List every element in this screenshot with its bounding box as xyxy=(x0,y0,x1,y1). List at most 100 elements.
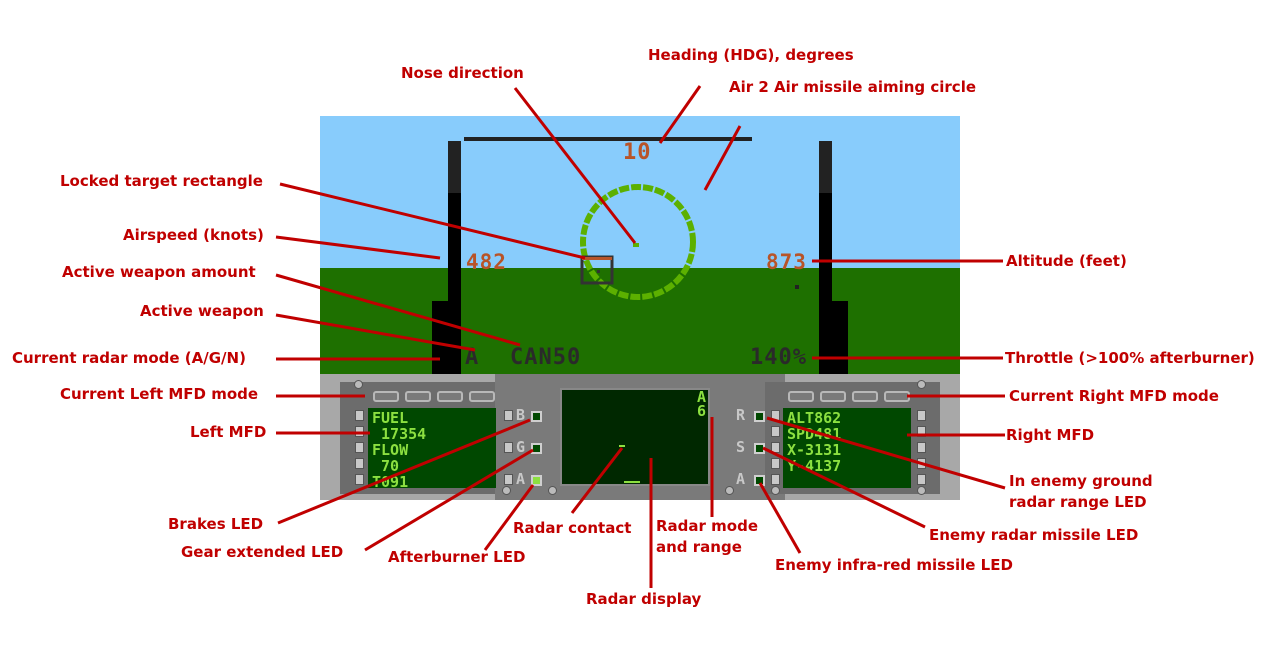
led-panel-button[interactable] xyxy=(771,442,780,453)
label-active-weapon: Active weapon xyxy=(140,302,264,320)
right-pillar-base xyxy=(819,301,848,383)
airspeed-readout: 482 xyxy=(466,250,507,274)
ground-radar-led xyxy=(754,411,765,422)
radar-mode-readout: A xyxy=(465,345,480,370)
left-mfd-mode-button-4[interactable] xyxy=(469,391,495,402)
led-panel-button[interactable] xyxy=(771,458,780,469)
label-right-mfd-mode: Current Right MFD mode xyxy=(1009,387,1219,405)
label-weapon-amount: Active weapon amount xyxy=(62,263,256,281)
label-radar-mode: Current radar mode (A/G/N) xyxy=(12,349,246,367)
label-radar-missile-led: Enemy radar missile LED xyxy=(929,526,1139,544)
afterburner-led xyxy=(531,475,542,486)
left-mfd-side-button[interactable] xyxy=(355,426,364,437)
right-mfd-side-button[interactable] xyxy=(917,426,926,437)
heading-readout: 10 xyxy=(623,140,652,165)
right-mfd-side-button[interactable] xyxy=(917,474,926,485)
label-altitude: Altitude (feet) xyxy=(1006,252,1127,270)
screw xyxy=(354,380,363,389)
right-mfd-line: X-3131 xyxy=(787,441,842,459)
left-mfd-side-button[interactable] xyxy=(355,458,364,469)
ir-missile-led xyxy=(754,475,765,486)
label-locked-target: Locked target rectangle xyxy=(60,172,263,190)
radar-own-aircraft xyxy=(624,481,640,483)
label-ground-radar-line1: In enemy ground xyxy=(1009,472,1153,490)
left-mfd-side-button[interactable] xyxy=(355,442,364,453)
left-mfd-side-button[interactable] xyxy=(355,474,364,485)
throttle-readout: 140% xyxy=(750,345,807,370)
left-pillar-top xyxy=(448,141,461,193)
label-brakes-led: Brakes LED xyxy=(168,515,264,533)
altitude-readout: 873 xyxy=(766,250,807,274)
label-radar-contact: Radar contact xyxy=(513,519,632,537)
screw xyxy=(917,380,926,389)
radar-mode: A xyxy=(696,388,706,406)
weapon-readout: CAN50 xyxy=(510,345,581,370)
led-panel-button[interactable] xyxy=(771,426,780,437)
ground-object-dot xyxy=(795,285,799,289)
gear-led xyxy=(531,443,542,454)
left-mfd-line: FUEL xyxy=(372,409,409,427)
screw xyxy=(725,486,734,495)
radar-contact xyxy=(619,445,625,447)
left-mfd-line: 17354 xyxy=(372,425,427,443)
label-throttle: Throttle (>100% afterburner) xyxy=(1005,349,1255,367)
label-ir-missile-led: Enemy infra-red missile LED xyxy=(775,556,1013,574)
active-weapon-amount: 50 xyxy=(552,345,582,370)
label-radar-mode-range: Radar mode and range xyxy=(656,518,758,556)
right-mfd-line: ALT862 xyxy=(787,409,842,427)
led-panel-button[interactable] xyxy=(504,410,513,421)
brakes-led-label: B xyxy=(516,406,526,424)
screw xyxy=(548,486,557,495)
label-afterburner-led: Afterburner LED xyxy=(388,548,526,566)
led-panel-button[interactable] xyxy=(504,474,513,485)
radar-display: A 6 xyxy=(560,388,710,486)
led-panel-button[interactable] xyxy=(771,474,780,485)
label-heading: Heading (HDG), degrees xyxy=(648,46,854,64)
cockpit-panel: FUEL 17354 FLOW 70 T091 B G A A 6 R S A xyxy=(320,374,960,500)
right-mfd-line: Y-4137 xyxy=(787,457,842,475)
right-mfd-line: SPD481 xyxy=(787,425,842,443)
ground-radar-led-label: R xyxy=(736,406,746,424)
label-ground-radar-led: In enemy ground radar range LED xyxy=(1009,473,1153,511)
label-airspeed: Airspeed (knots) xyxy=(123,226,264,244)
right-mfd-side-button[interactable] xyxy=(917,442,926,453)
label-left-mfd-mode: Current Left MFD mode xyxy=(60,385,259,403)
left-mfd-mode-button-1[interactable] xyxy=(373,391,399,402)
afterburner-led-label: A xyxy=(516,470,526,488)
right-pillar-top xyxy=(819,141,832,193)
radar-missile-led xyxy=(754,443,765,454)
brakes-led xyxy=(531,411,542,422)
right-mfd-mode-button-3[interactable] xyxy=(852,391,878,402)
led-panel-button[interactable] xyxy=(504,442,513,453)
gear-led-label: G xyxy=(516,438,526,456)
air-to-air-aiming-circle xyxy=(580,184,696,300)
right-mfd-side-button[interactable] xyxy=(917,410,926,421)
left-mfd-line: 70 xyxy=(372,457,400,475)
left-mfd-side-button[interactable] xyxy=(355,410,364,421)
ir-missile-led-label: A xyxy=(736,470,746,488)
right-mfd-mode-button-2[interactable] xyxy=(820,391,846,402)
locked-target-rectangle-top xyxy=(582,257,612,260)
screw xyxy=(502,486,511,495)
led-panel-button[interactable] xyxy=(771,410,780,421)
locked-target-dot xyxy=(597,270,600,273)
left-mfd: FUEL 17354 FLOW 70 T091 xyxy=(368,408,496,491)
right-mfd-mode-button-1[interactable] xyxy=(788,391,814,402)
screw xyxy=(771,486,780,495)
radar-missile-led-label: S xyxy=(736,438,746,456)
left-mfd-line: FLOW xyxy=(372,441,409,459)
label-radar-mode-range-line1: Radar mode xyxy=(656,517,758,535)
label-nose-direction: Nose direction xyxy=(401,64,524,82)
left-mfd-mode-button-3[interactable] xyxy=(437,391,463,402)
right-mfd: ALT862 SPD481 X-3131 Y-4137 xyxy=(783,408,911,488)
active-weapon: CAN xyxy=(510,345,553,370)
screw xyxy=(917,486,926,495)
right-mfd-side-button[interactable] xyxy=(917,458,926,469)
radar-range: 6 xyxy=(696,402,706,420)
left-mfd-mode-button-2[interactable] xyxy=(405,391,431,402)
game-screen: 10 482 873 A CAN50 140% FUEL 17354 FLOW … xyxy=(320,116,960,500)
left-mfd-line: T091 xyxy=(372,473,409,491)
label-radar-mode-range-line2: and range xyxy=(656,538,742,556)
right-mfd-mode-button-4[interactable] xyxy=(884,391,910,402)
label-right-mfd: Right MFD xyxy=(1006,426,1095,444)
